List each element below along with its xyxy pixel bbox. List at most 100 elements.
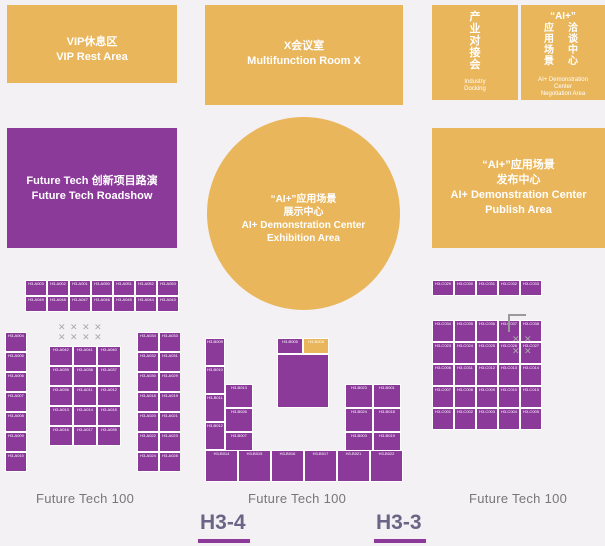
booth-h3-b005[interactable]: H3-B005 xyxy=(277,338,303,354)
booth-h3-c026[interactable]: H3-C026 xyxy=(498,342,520,364)
booth-h3-a021[interactable]: H3-A021 xyxy=(159,412,180,432)
booth-h3-b018[interactable]: H3-B018 xyxy=(373,408,401,432)
booth-h3-a022[interactable]: H3-A022 xyxy=(137,432,159,452)
booth-h3-b012[interactable]: H3-B012 xyxy=(205,422,225,450)
booth-h3-a049[interactable]: H3-A049 xyxy=(25,296,47,312)
booth-h3-c004[interactable]: H3-C004 xyxy=(498,408,520,430)
booth-h3-a031[interactable]: H3-A031 xyxy=(159,352,180,372)
booth-h3-c029[interactable]: H3-C029 xyxy=(432,280,454,296)
booth-h3-a024[interactable]: H3-A024 xyxy=(137,452,159,472)
booth-h3-b017[interactable]: H3-B017 xyxy=(304,450,337,482)
booth-h3-a005[interactable]: H3-A005 xyxy=(5,352,27,372)
booth-h3-a045[interactable]: H3-A045 xyxy=(113,296,135,312)
booth-h3-b015[interactable]: H3-B015 xyxy=(238,450,271,482)
booth-h3-b021[interactable]: H3-B021 xyxy=(337,450,370,482)
booth-h3-c015[interactable]: H3-C015 xyxy=(520,386,542,408)
booth-h3-c010[interactable]: H3-C010 xyxy=(498,386,520,408)
booth-h3-c025[interactable]: H3-C025 xyxy=(476,342,498,364)
booth-h3-a034[interactable]: H3-A034 xyxy=(137,332,159,352)
booth-h3-c006[interactable]: H3-C006 xyxy=(432,364,454,386)
booth-h3-a043[interactable]: H3-A043 xyxy=(157,296,179,312)
booth-h3-a017[interactable]: H3-A017 xyxy=(73,426,97,446)
booth-h3-a009[interactable]: H3-A009 xyxy=(5,432,27,452)
booth-h3-a006[interactable]: H3-A006 xyxy=(5,372,27,392)
booth-h3-a007[interactable]: H3-A007 xyxy=(5,392,27,412)
booth-h3-c009[interactable]: H3-C009 xyxy=(476,386,498,408)
booth-h3-c008[interactable]: H3-C008 xyxy=(454,386,476,408)
booth-h3-a036[interactable]: H3-A036 xyxy=(49,386,73,406)
booth-h3-c036[interactable]: H3-C036 xyxy=(476,320,498,342)
booth-h3-b024[interactable]: H3-B024 xyxy=(345,408,373,432)
booth-h3-a016[interactable]: H3-A016 xyxy=(49,426,73,446)
booth-h3-b011[interactable]: H3-B011 xyxy=(205,394,225,422)
aisle-marker-right-2: ✕ ✕ xyxy=(512,334,533,344)
booth-h3-a028[interactable]: H3-A028 xyxy=(159,452,180,472)
booth-h3-c001[interactable]: H3-C001 xyxy=(432,408,454,430)
booth-h3-c034[interactable]: H3-C034 xyxy=(432,320,454,342)
booth-h3-a010[interactable]: H3-A010 xyxy=(5,452,27,472)
booth-h3-a029[interactable]: H3-A029 xyxy=(159,372,180,392)
booth-h3-a008[interactable]: H3-A008 xyxy=(5,412,27,432)
booth-h3-c030[interactable]: H3-C030 xyxy=(454,280,476,296)
booth-h3-a020[interactable]: H3-A020 xyxy=(137,412,159,432)
booth-h3-c003[interactable]: H3-C003 xyxy=(476,408,498,430)
booth-h3-c038[interactable]: H3-C038 xyxy=(520,320,542,342)
booth-h3-b022[interactable]: H3-B022 xyxy=(370,450,403,482)
booth-h3-b009[interactable]: H3-B009 xyxy=(205,338,225,366)
booth-h3-a038[interactable]: H3-A038 xyxy=(73,366,97,386)
booth-h3-c033[interactable]: H3-C033 xyxy=(520,280,542,296)
booth-h3-a053[interactable]: H3-A053 xyxy=(157,280,179,296)
booth-h3-c031[interactable]: H3-C031 xyxy=(476,280,498,296)
booth-h3-a037[interactable]: H3-A037 xyxy=(97,366,121,386)
booth-h3-b014[interactable]: H3-B014 xyxy=(205,450,238,482)
booth-h3-a002[interactable]: H3-A002 xyxy=(47,280,69,296)
booth-h3-a001[interactable]: H3-A001 xyxy=(69,280,91,296)
booth-h3-c035[interactable]: H3-C035 xyxy=(454,320,476,342)
booth-h3-a015[interactable]: H3-A015 xyxy=(97,406,121,426)
booth-h3-a032[interactable]: H3-A032 xyxy=(137,352,159,372)
booth-h3-c027[interactable]: H3-C027 xyxy=(520,342,542,364)
booth-h3-c011[interactable]: H3-C011 xyxy=(454,364,476,386)
booth-h3-c012[interactable]: H3-C012 xyxy=(476,364,498,386)
booth-h3-b013[interactable]: H3-B013 xyxy=(225,384,253,408)
booth-h3-a019[interactable]: H3-A019 xyxy=(159,392,180,412)
booth-h3-b008[interactable]: H3-B008 xyxy=(303,338,329,354)
booth-h3-c032[interactable]: H3-C032 xyxy=(498,280,520,296)
booth-h3-a013[interactable]: H3-A013 xyxy=(49,406,73,426)
booth-h3-a033[interactable]: H3-A033 xyxy=(159,332,180,352)
booth-h3-a035[interactable]: H3-A035 xyxy=(97,426,121,446)
booth-h3-a012[interactable]: H3-A012 xyxy=(97,386,121,406)
booth-h3-b023[interactable]: H3-B023 xyxy=(345,384,373,408)
booth-h3-a046[interactable]: H3-A046 xyxy=(91,296,113,312)
booth-h3-a040[interactable]: H3-A040 xyxy=(97,346,121,366)
booth-h3-c005[interactable]: H3-C005 xyxy=(520,408,542,430)
booth-h3-a044[interactable]: H3-A044 xyxy=(135,296,157,312)
booth-h3-b010[interactable]: H3-B010 xyxy=(205,366,225,394)
negotiation-cn-a2: 用 xyxy=(544,34,554,45)
booth-h3-c002[interactable]: H3-C002 xyxy=(454,408,476,430)
booth-h3-a052[interactable]: H3-A052 xyxy=(135,280,157,296)
booth-h3-c014[interactable]: H3-C014 xyxy=(520,364,542,386)
booth-h3-c023[interactable]: H3-C023 xyxy=(432,342,454,364)
booth-h3-b026[interactable]: H3-B026 xyxy=(225,408,253,432)
booth-h3-c013[interactable]: H3-C013 xyxy=(498,364,520,386)
booth-h3-a050[interactable]: H3-A050 xyxy=(91,280,113,296)
future-tech-100-right: Future Tech 100 xyxy=(469,491,568,506)
booth-h3-c007[interactable]: H3-C007 xyxy=(432,386,454,408)
booth-h3-a023[interactable]: H3-A023 xyxy=(159,432,180,452)
booth-h3-a051[interactable]: H3-A051 xyxy=(113,280,135,296)
booth-h3-a004[interactable]: H3-A004 xyxy=(5,332,27,352)
booth-h3-a030[interactable]: H3-A030 xyxy=(137,372,159,392)
booth-h3-a018[interactable]: H3-A018 xyxy=(137,392,159,412)
booth-h3-a011[interactable]: H3-A011 xyxy=(73,386,97,406)
booth-h3-b001[interactable]: H3-B001 xyxy=(373,384,401,408)
booth-h3-a042[interactable]: H3-A042 xyxy=(49,346,73,366)
booth-h3-a047[interactable]: H3-A047 xyxy=(69,296,91,312)
booth-h3-a039[interactable]: H3-A039 xyxy=(49,366,73,386)
booth-h3-a048[interactable]: H3-A048 xyxy=(47,296,69,312)
booth-h3-c024[interactable]: H3-C024 xyxy=(454,342,476,364)
booth-h3-a014[interactable]: H3-A014 xyxy=(73,406,97,426)
booth-h3-a003[interactable]: H3-A003 xyxy=(25,280,47,296)
booth-h3-b016[interactable]: H3-B016 xyxy=(271,450,304,482)
booth-h3-a041[interactable]: H3-A041 xyxy=(73,346,97,366)
